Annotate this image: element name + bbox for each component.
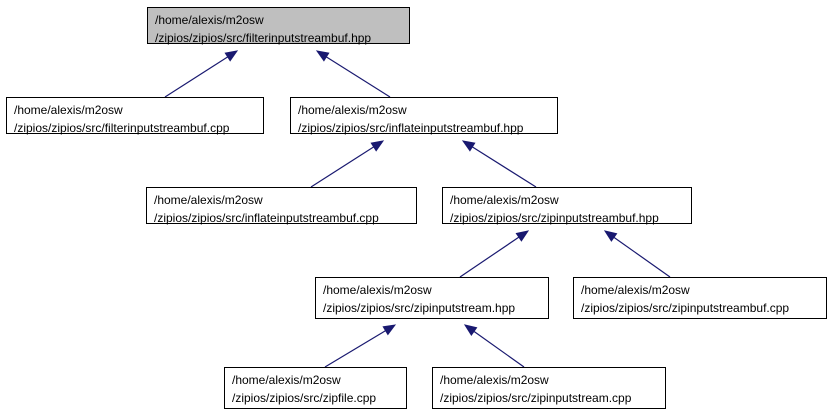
edge-line — [473, 330, 525, 368]
node-path-line-2: /zipios/zipios/src/zipinputstream.cpp — [440, 391, 632, 405]
edge-inflate_hpp-to-root — [315, 50, 391, 98]
node-inflate-hpp[interactable]: /home/alexis/m2osw/zipios/zipios/src/inf… — [290, 97, 558, 135]
edge-line — [471, 146, 537, 188]
edge-zipfile_cpp-to-zipstream_hpp — [324, 324, 397, 368]
edge-zipbuf_hpp-to-inflate_hpp — [461, 140, 537, 188]
node-inflate-cpp[interactable]: /home/alexis/m2osw/zipios/zipios/src/inf… — [146, 187, 417, 225]
node-path-line-2: /zipios/zipios/src/inflateinputstreambuf… — [154, 211, 379, 225]
edge-filter_cpp-to-root — [164, 50, 239, 98]
node-zipfile-cpp[interactable]: /home/alexis/m2osw/zipios/zipios/src/zip… — [224, 367, 407, 409]
edge-zipbuf_cpp-to-zipbuf_hpp — [603, 230, 671, 278]
node-zipstream-cpp[interactable]: /home/alexis/m2osw/zipios/zipios/src/zip… — [432, 367, 666, 409]
node-path-line-1: /home/alexis/m2osw — [450, 193, 559, 207]
node-path-line-1: /home/alexis/m2osw — [440, 373, 549, 387]
edge-line — [613, 236, 671, 278]
edge-inflate_cpp-to-inflate_hpp — [310, 140, 385, 188]
edge-line — [459, 236, 520, 278]
edge-line — [164, 56, 229, 98]
node-path-line-1: /home/alexis/m2osw — [155, 13, 264, 27]
node-path-line-2: /zipios/zipios/src/filterinputstreambuf.… — [14, 121, 230, 135]
node-path-line-1: /home/alexis/m2osw — [14, 103, 123, 117]
arrowhead — [603, 230, 618, 242]
node-path-line-2: /zipios/zipios/src/zipfile.cpp — [232, 391, 377, 405]
node-path-line-1: /home/alexis/m2osw — [232, 373, 341, 387]
arrowhead — [315, 50, 330, 62]
edge-line — [324, 330, 386, 368]
node-path-line-1: /home/alexis/m2osw — [298, 103, 407, 117]
node-path-line-1: /home/alexis/m2osw — [323, 283, 432, 297]
edge-zipstream_cpp-to-zipstream_hpp — [463, 324, 525, 368]
arrowhead — [461, 140, 476, 152]
node-path-line-2: /zipios/zipios/src/inflateinputstreambuf… — [298, 121, 524, 135]
arrowhead — [463, 324, 478, 336]
node-zipbuf-hpp[interactable]: /home/alexis/m2osw/zipios/zipios/src/zip… — [442, 187, 692, 225]
node-zipstream-hpp[interactable]: /home/alexis/m2osw/zipios/zipios/src/zip… — [315, 277, 549, 319]
node-path-line-2: /zipios/zipios/src/zipinputstreambuf.cpp — [581, 301, 790, 315]
arrowhead — [382, 324, 397, 336]
node-path-line-2: /zipios/zipios/src/zipinputstream.hpp — [323, 301, 516, 315]
node-path-line-2: /zipios/zipios/src/zipinputstreambuf.hpp — [450, 211, 659, 225]
edge-line — [325, 56, 391, 98]
edge-zipstream_hpp-to-zipbuf_hpp — [459, 230, 530, 278]
node-path-line-2: /zipios/zipios/src/filterinputstreambuf.… — [155, 31, 372, 45]
node-path-line-1: /home/alexis/m2osw — [154, 193, 263, 207]
node-path-line-1: /home/alexis/m2osw — [581, 283, 690, 297]
node-filter-cpp[interactable]: /home/alexis/m2osw/zipios/zipios/src/fil… — [6, 97, 264, 135]
arrowhead — [515, 230, 530, 242]
node-root: /home/alexis/m2osw/zipios/zipios/src/fil… — [147, 7, 410, 45]
node-zipbuf-cpp[interactable]: /home/alexis/m2osw/zipios/zipios/src/zip… — [573, 277, 827, 319]
arrowhead — [224, 50, 239, 62]
edge-line — [310, 146, 375, 188]
arrowhead — [370, 140, 385, 152]
